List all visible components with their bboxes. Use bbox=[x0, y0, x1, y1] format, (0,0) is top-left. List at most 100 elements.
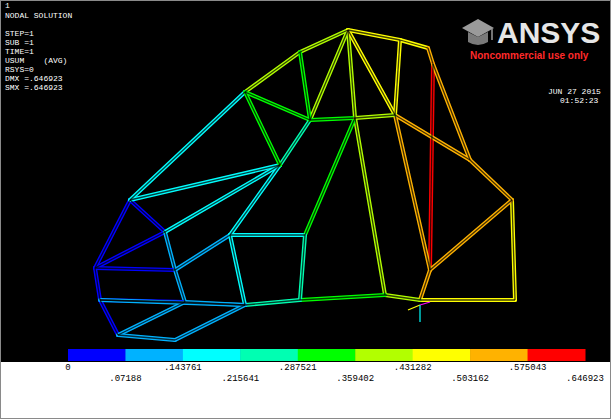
tube-core bbox=[95, 268, 100, 300]
tube-core bbox=[95, 200, 130, 268]
tube-core bbox=[420, 270, 430, 300]
frame-tube bbox=[420, 298, 515, 302]
plot-info-holder: SUB =1 bbox=[5, 39, 34, 48]
tube-core bbox=[430, 64, 433, 270]
frame-tube bbox=[118, 302, 185, 335]
plot-info-holder: TIME=1 bbox=[5, 48, 34, 57]
frame-tube bbox=[300, 52, 310, 120]
frame-tube bbox=[165, 232, 175, 270]
scale-value: .503162 bbox=[451, 375, 489, 385]
frame-tube bbox=[230, 235, 245, 305]
frame-tube bbox=[310, 118, 355, 120]
frame-tube bbox=[100, 300, 245, 305]
scale-value-holder: .359402 bbox=[336, 375, 374, 385]
color-bar-band bbox=[413, 349, 471, 361]
tube-core bbox=[300, 235, 305, 300]
tube-core bbox=[385, 295, 420, 300]
frame-tube bbox=[420, 270, 430, 300]
plot-info-holder: NODAL SOLUTION bbox=[5, 12, 72, 21]
tube-core bbox=[245, 300, 300, 305]
frame-tube bbox=[300, 235, 305, 300]
axis-triad bbox=[408, 302, 430, 322]
color-bar-band bbox=[68, 349, 126, 361]
tube-core bbox=[165, 165, 280, 232]
tube-core bbox=[130, 92, 245, 200]
tube-core bbox=[400, 40, 428, 48]
tube-core bbox=[355, 118, 385, 295]
frame-tube bbox=[348, 30, 400, 40]
logo-text-holder: ANSYS bbox=[497, 16, 600, 49]
frame-tube bbox=[175, 235, 230, 270]
frame-tube bbox=[175, 305, 245, 340]
tube-core bbox=[230, 235, 245, 305]
color-bar-band bbox=[240, 349, 298, 361]
frame-tube bbox=[165, 165, 280, 232]
plot-time: 01:52:23 bbox=[560, 97, 598, 106]
scale-value: .431282 bbox=[394, 364, 432, 374]
frame-tube bbox=[245, 52, 300, 92]
tube-core bbox=[245, 92, 280, 165]
frame-tube bbox=[118, 335, 175, 340]
tube-core bbox=[165, 232, 175, 270]
tube-core bbox=[348, 30, 355, 118]
frame-tube bbox=[175, 270, 185, 302]
plot-info: 1 bbox=[5, 2, 10, 11]
scale-value-holder: .503162 bbox=[451, 375, 489, 385]
color-bar-band bbox=[183, 349, 241, 361]
tube-core bbox=[95, 268, 175, 270]
tube-core bbox=[280, 120, 310, 165]
tube-core bbox=[395, 115, 430, 270]
scale-value: .287521 bbox=[279, 364, 317, 374]
tube-core bbox=[95, 232, 165, 268]
frame-tube bbox=[395, 115, 430, 270]
frame-tube bbox=[395, 40, 400, 115]
frame-tube bbox=[245, 300, 300, 305]
scale-value-holder: 0 bbox=[65, 364, 70, 374]
tube-core bbox=[512, 200, 515, 300]
tube-core bbox=[230, 234, 305, 235]
tube-core bbox=[305, 118, 355, 235]
plot-info-holder: STEP=1 bbox=[5, 30, 34, 39]
frame-tube bbox=[305, 118, 355, 235]
tube-core bbox=[130, 200, 165, 232]
scale-value-holder: .646923 bbox=[566, 375, 604, 385]
frame-tube bbox=[400, 40, 428, 48]
tube-core bbox=[348, 30, 395, 115]
plot-date-holder: JUN 27 2015 bbox=[548, 88, 601, 97]
tube-core bbox=[130, 165, 280, 200]
plot-info: TIME=1 bbox=[5, 48, 34, 57]
tube-core bbox=[395, 115, 470, 160]
frame-tube bbox=[130, 165, 280, 200]
frame-tube bbox=[385, 295, 420, 300]
plot-info-holder: DMX =.646923 bbox=[5, 75, 63, 84]
color-bar-band bbox=[355, 349, 413, 361]
scale-value: .215641 bbox=[221, 375, 259, 385]
plot-info: SMX =.646923 bbox=[5, 84, 63, 93]
scale-value: .359402 bbox=[336, 375, 374, 385]
frame-tube bbox=[355, 118, 385, 295]
scale-value: .143761 bbox=[164, 364, 202, 374]
tube-core bbox=[430, 200, 512, 270]
scale-value-holder: .07188 bbox=[109, 375, 141, 385]
scale-value-holder: .215641 bbox=[221, 375, 259, 385]
scale-value: .575043 bbox=[509, 364, 547, 374]
legend-band bbox=[0, 362, 611, 419]
color-bar-band bbox=[528, 349, 586, 361]
frame-tube bbox=[245, 92, 280, 165]
scale-value-holder: .287521 bbox=[279, 364, 317, 374]
color-bar bbox=[68, 349, 586, 361]
tube-core bbox=[100, 300, 118, 335]
scale-value: .07188 bbox=[109, 375, 141, 385]
frame-tubes bbox=[95, 30, 515, 340]
plot-info-holder: RSYS=0 bbox=[5, 66, 34, 75]
tube-core bbox=[395, 40, 400, 115]
color-bar-band bbox=[470, 349, 528, 361]
frame-tube bbox=[355, 115, 395, 118]
license-note: Noncommercial use only bbox=[470, 50, 588, 61]
plot-info: STEP=1 bbox=[5, 30, 34, 39]
frame-tube bbox=[300, 295, 385, 300]
tube-core bbox=[118, 302, 185, 335]
plot-info: DMX =.646923 bbox=[5, 75, 63, 84]
